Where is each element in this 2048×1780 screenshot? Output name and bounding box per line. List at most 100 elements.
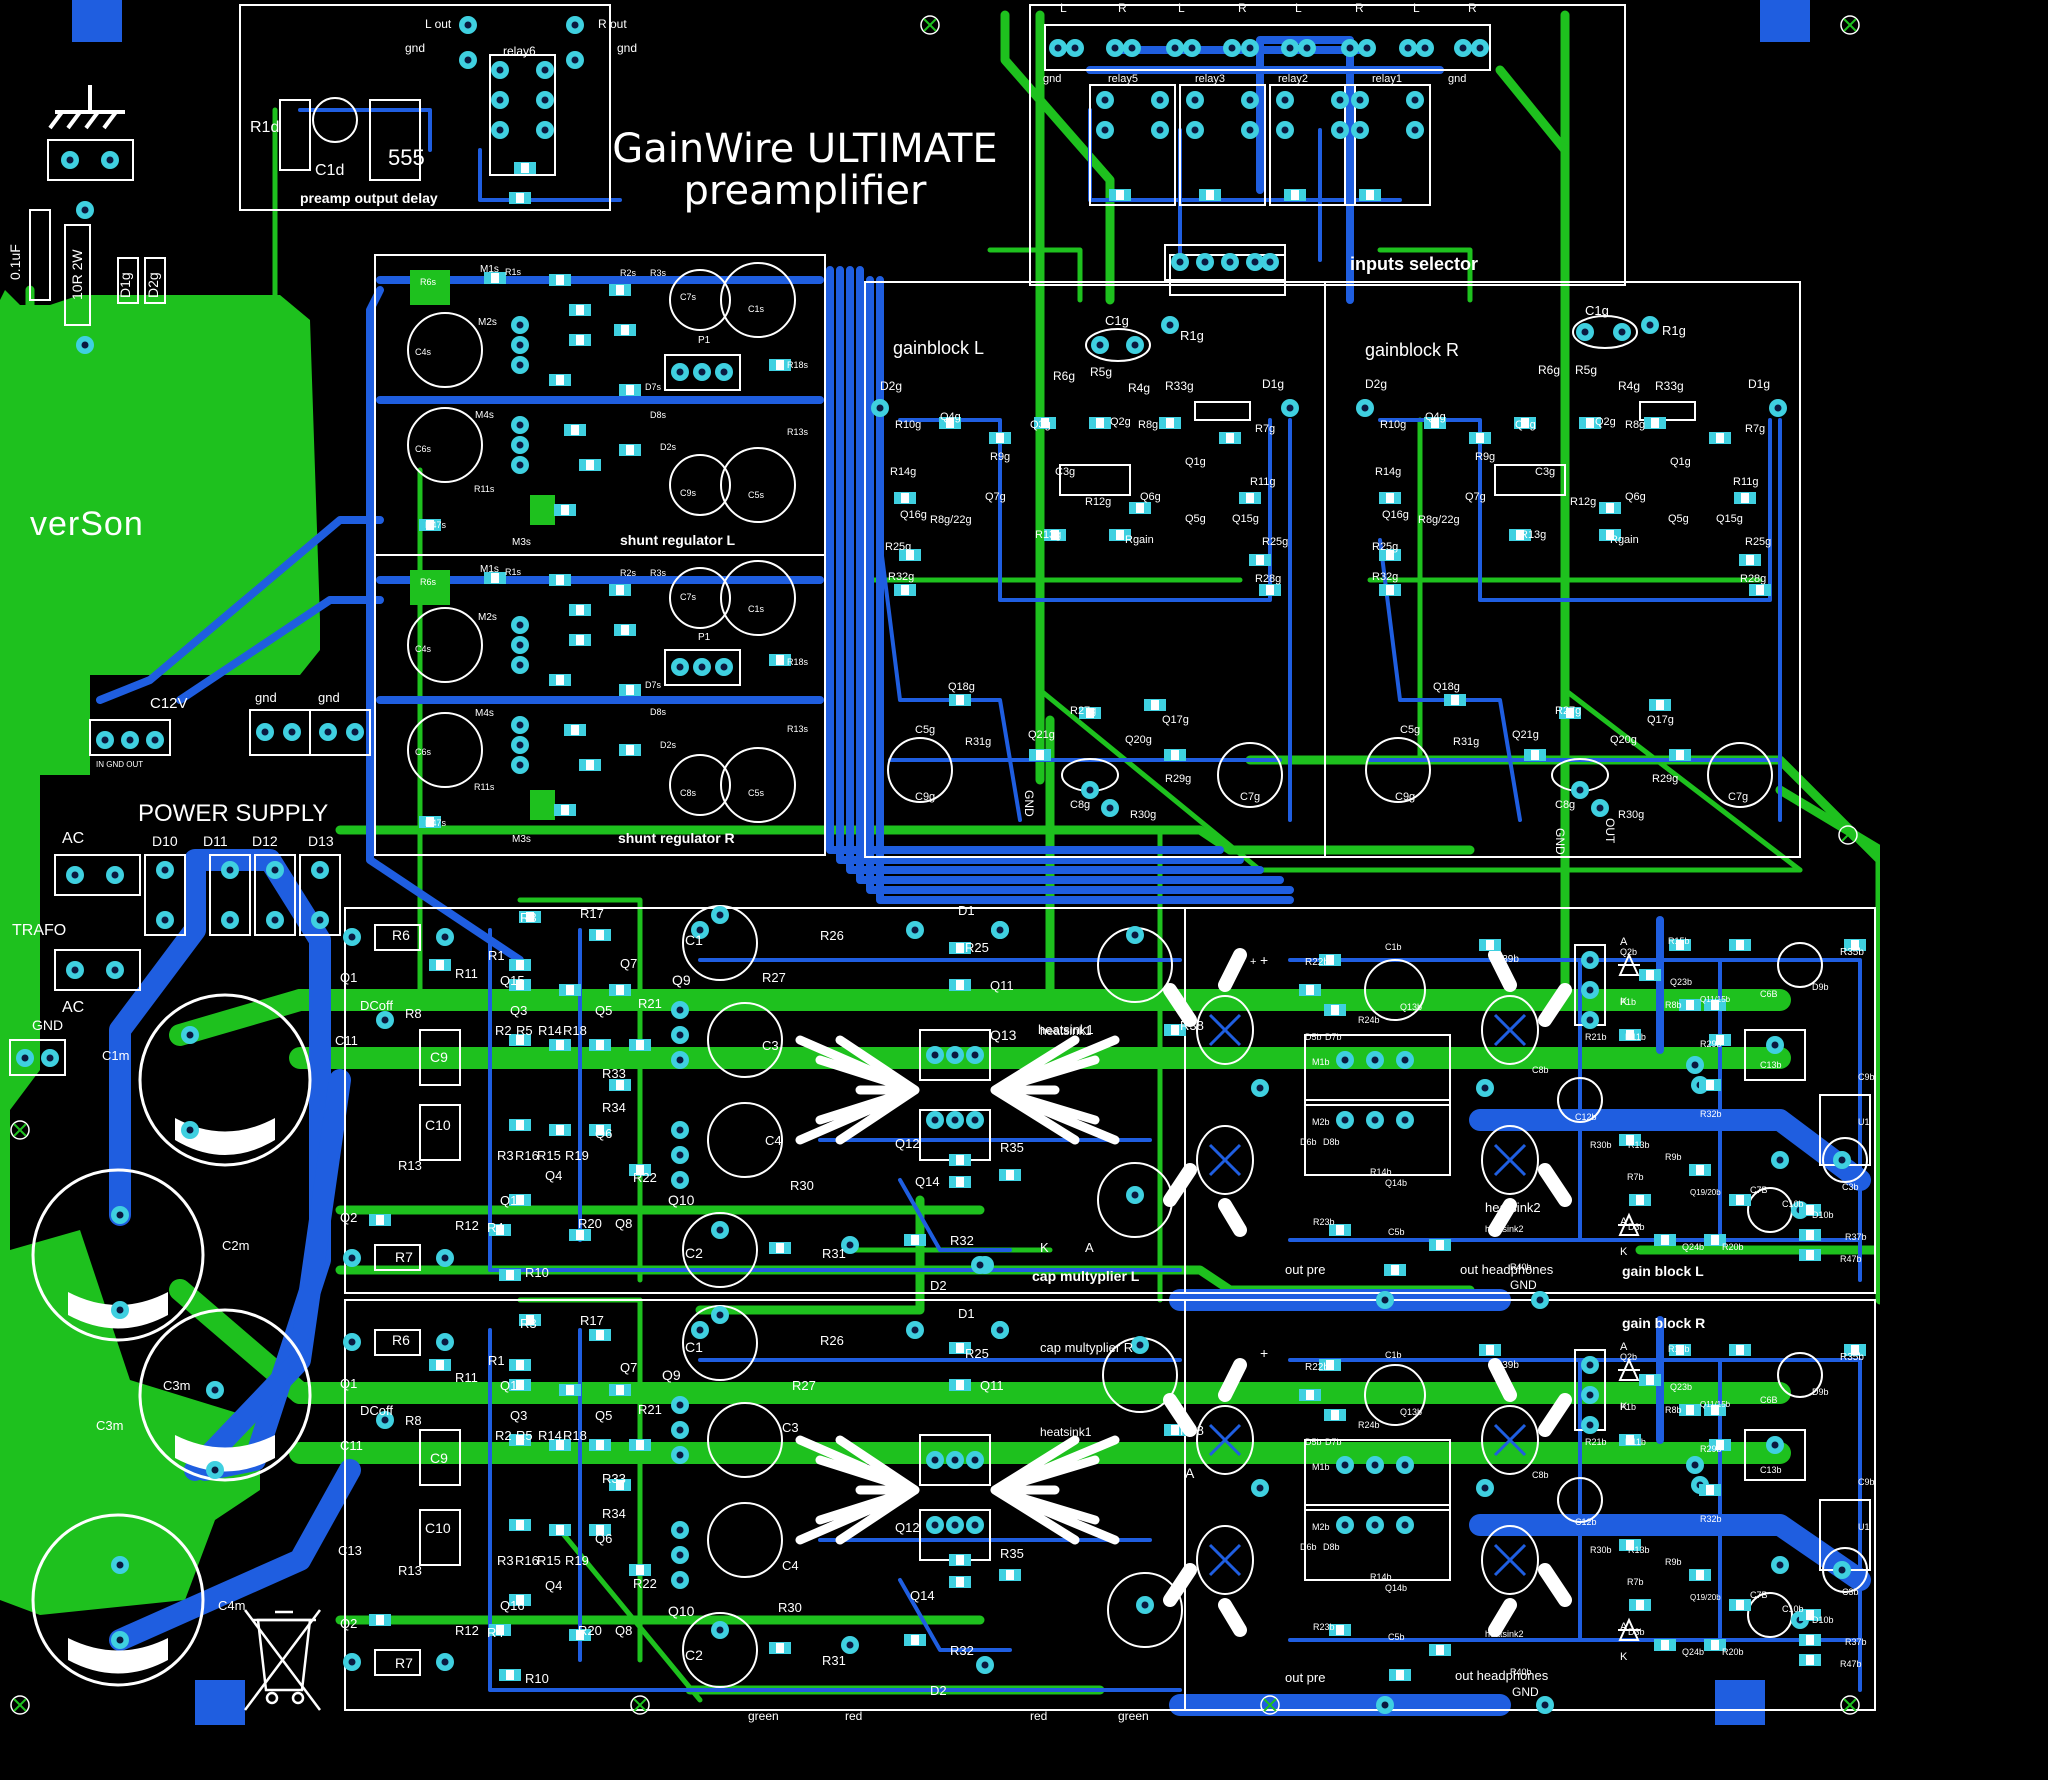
svg-text:R13b: R13b (1628, 1545, 1650, 1555)
svg-text:C9: C9 (430, 1049, 448, 1065)
svg-text:relay5: relay5 (1108, 73, 1138, 85)
svg-text:R37b: R37b (1845, 1637, 1867, 1647)
svg-text:R11b: R11b (1625, 1032, 1646, 1042)
svg-text:R35: R35 (1000, 1546, 1024, 1561)
svg-text:M4s: M4s (475, 708, 494, 719)
svg-text:D2g: D2g (1365, 377, 1387, 391)
svg-text:R8b: R8b (1665, 1405, 1682, 1415)
svg-text:R2: R2 (495, 1023, 512, 1038)
svg-text:C9b: C9b (1858, 1477, 1875, 1487)
svg-text:heatsink2: heatsink2 (1485, 1224, 1524, 1234)
svg-text:Q14b: Q14b (1385, 1178, 1407, 1188)
svg-text:R15b: R15b (1668, 1344, 1690, 1354)
svg-text:gnd: gnd (1448, 73, 1466, 85)
svg-text:Q11/15b: Q11/15b (1700, 1400, 1731, 1409)
svg-text:C10b: C10b (1782, 1199, 1804, 1209)
capmult-parts (343, 905, 1186, 1688)
svg-text:AC: AC (62, 999, 84, 1016)
svg-text:R38: R38 (1180, 1018, 1204, 1033)
svg-text:GND: GND (32, 1017, 63, 1033)
svg-text:C1s: C1s (748, 604, 765, 614)
svg-text:C9g: C9g (1395, 791, 1415, 803)
svg-text:C7g: C7g (1240, 791, 1260, 803)
svg-text:GND: GND (1553, 828, 1567, 855)
label-gain-block-r: gain block R (1622, 1315, 1706, 1331)
svg-text:U1: U1 (1858, 1117, 1870, 1127)
svg-text:R3: R3 (497, 1148, 514, 1163)
svg-text:C8b: C8b (1532, 1065, 1549, 1075)
label-out-headphones-r: out headphones (1455, 1668, 1549, 1683)
svg-text:relay3: relay3 (1195, 73, 1225, 85)
svg-text:gnd: gnd (255, 690, 277, 705)
svg-text:R19: R19 (565, 1553, 589, 1568)
svg-text:M3s: M3s (512, 834, 531, 845)
svg-text:Q12: Q12 (895, 1520, 920, 1535)
svg-text:R26: R26 (820, 928, 844, 943)
svg-text:R20b: R20b (1722, 1242, 1744, 1252)
svg-text:R: R (1238, 1, 1247, 15)
svg-text:gnd: gnd (1043, 73, 1061, 85)
svg-text:R18: R18 (563, 1428, 587, 1443)
label-gain-block-l: gain block L (1622, 1263, 1704, 1279)
svg-text:R4g: R4g (1128, 381, 1150, 395)
svg-text:R9b: R9b (1665, 1152, 1682, 1162)
svg-text:D2g: D2g (880, 379, 902, 393)
svg-text:R10: R10 (525, 1671, 549, 1686)
label-out-pre-r: out pre (1285, 1670, 1326, 1685)
svg-text:0.1uF: 0.1uF (7, 244, 23, 280)
svg-text:R34: R34 (602, 1506, 626, 1521)
svg-text:C3m: C3m (163, 1378, 190, 1393)
svg-text:R10g: R10g (895, 419, 921, 431)
svg-text:C1: C1 (685, 1339, 703, 1355)
svg-text:Q23b: Q23b (1670, 977, 1692, 987)
svg-text:R25: R25 (965, 1346, 989, 1361)
svg-text:R6g: R6g (1053, 369, 1075, 383)
silkscreen-outlines (239, 4, 1876, 1711)
svg-text:R22b: R22b (1305, 957, 1329, 968)
svg-text:red: red (845, 1709, 862, 1723)
svg-text:R32g: R32g (1372, 571, 1398, 583)
svg-text:R8g: R8g (1625, 419, 1645, 431)
svg-text:R32b: R32b (1700, 1514, 1722, 1524)
svg-text:L out: L out (425, 17, 452, 31)
svg-text:D2: D2 (930, 1278, 947, 1293)
svg-text:R1d: R1d (250, 119, 279, 136)
svg-text:C7B: C7B (1750, 1590, 1768, 1600)
svg-text:Q6: Q6 (595, 1126, 612, 1141)
svg-text:Q17g: Q17g (1647, 714, 1674, 726)
svg-text:D7s: D7s (645, 680, 662, 690)
svg-text:Q9: Q9 (672, 972, 691, 988)
svg-text:Q7: Q7 (620, 956, 637, 971)
svg-text:C10: C10 (425, 1520, 451, 1536)
svg-text:R33: R33 (602, 1066, 626, 1081)
svg-text:C5g: C5g (1400, 724, 1420, 736)
svg-text:Q2b: Q2b (1620, 1352, 1637, 1362)
svg-text:R7b: R7b (1627, 1577, 1644, 1587)
svg-text:gnd: gnd (617, 41, 637, 55)
svg-text:C5b: C5b (1388, 1227, 1405, 1237)
svg-text:R12g: R12g (1085, 496, 1111, 508)
svg-text:C11: C11 (335, 1033, 358, 1048)
svg-text:Q2g: Q2g (1595, 416, 1616, 428)
svg-text:+: + (1260, 952, 1268, 968)
svg-text:C7s: C7s (680, 292, 697, 302)
svg-text:D1g: D1g (1748, 377, 1770, 391)
svg-text:D13: D13 (308, 833, 334, 849)
svg-text:D8s: D8s (650, 707, 667, 717)
svg-text:R3: R3 (520, 1316, 537, 1331)
label-preamp-output-delay: preamp output delay (300, 190, 438, 206)
svg-text:Q5: Q5 (595, 1408, 612, 1423)
svg-text:R24b: R24b (1358, 1420, 1380, 1430)
svg-text:R6: R6 (392, 1332, 410, 1348)
svg-text:R27g: R27g (1070, 705, 1096, 717)
svg-text:C7B: C7B (1750, 1185, 1768, 1195)
svg-text:R32: R32 (950, 1643, 974, 1658)
svg-text:D10b: D10b (1812, 1210, 1834, 1220)
svg-text:C6B: C6B (1760, 1395, 1778, 1405)
svg-text:R14g: R14g (1375, 466, 1401, 478)
svg-text:R13g: R13g (1520, 529, 1546, 541)
svg-text:Q4: Q4 (545, 1578, 562, 1593)
svg-text:C13b: C13b (1760, 1465, 1782, 1475)
